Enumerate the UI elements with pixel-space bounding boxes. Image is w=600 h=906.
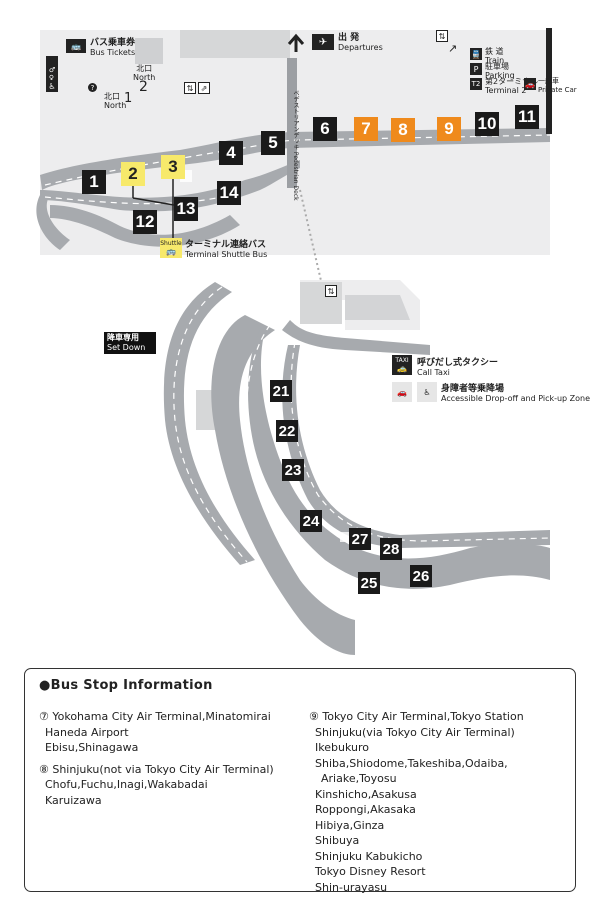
- bus-stop-10[interactable]: 10: [475, 112, 499, 136]
- bus-stop-4[interactable]: 4: [219, 141, 243, 165]
- info-icon: ?: [88, 83, 97, 92]
- info-item-7: ⑦ Yokohama City Air Terminal,Minatomirai…: [39, 709, 309, 756]
- info-line: Shinjuku(via Tokyo City Air Terminal): [315, 725, 515, 739]
- bus-stop-27[interactable]: 27: [349, 528, 371, 550]
- info-line: Karuizawa: [45, 793, 102, 807]
- bus-stop-24[interactable]: 24: [300, 510, 322, 532]
- info-line: Chofu,Fuchu,Inagi,Wakabadai: [45, 778, 208, 791]
- bus-stop-21[interactable]: 21: [270, 380, 292, 402]
- bus-stop-6[interactable]: 6: [313, 117, 337, 141]
- info-line: ⑦ Yokohama City Air Terminal,Minatomirai: [39, 710, 271, 723]
- map-base: [36, 28, 552, 655]
- info-line: Ebisu,Shinagawa: [45, 741, 139, 754]
- bus-stop-9[interactable]: 9: [437, 117, 461, 141]
- car-icon: 🚗: [524, 78, 536, 90]
- info-item-9: ⑨ Tokyo City Air Terminal,Tokyo Station …: [309, 709, 569, 895]
- info-line: ⑨ Tokyo City Air Terminal,Tokyo Station: [309, 710, 524, 723]
- elevator-icon-3: ⇅: [325, 285, 337, 297]
- info-line: Haneda Airport: [45, 725, 129, 739]
- bus-stop-2[interactable]: 2: [121, 162, 145, 186]
- info-title: ●Bus Stop Information: [39, 678, 213, 693]
- bus-stop-7[interactable]: 7: [354, 117, 378, 141]
- train-icon: 🚆: [470, 48, 482, 60]
- terminal2-badge: T2: [470, 78, 482, 90]
- info-line: Shiba,Shiodome,Takeshiba,Odaiba,: [315, 756, 508, 770]
- info-line: Tokyo Disney Resort: [315, 865, 426, 878]
- bus-stop-11[interactable]: 11: [515, 105, 539, 129]
- info-line: ⑧ Shinjuku(not via Tokyo City Air Termin…: [39, 762, 274, 776]
- info-item-8: ⑧ Shinjuku(not via Tokyo City Air Termin…: [39, 762, 309, 809]
- info-line: Shibuya: [315, 834, 360, 847]
- bus-stop-23[interactable]: 23: [282, 459, 304, 481]
- shuttle-connector: [132, 179, 175, 238]
- bus-stop-8[interactable]: 8: [391, 118, 415, 142]
- car-icon-2: 🚗: [392, 382, 412, 402]
- parking-icon: P: [470, 63, 482, 75]
- info-left-column: ⑦ Yokohama City Air Terminal,Minatomirai…: [39, 709, 309, 814]
- bus-stop-28[interactable]: 28: [380, 538, 402, 560]
- info-line: Kinshicho,Asakusa: [315, 787, 417, 801]
- bus-icon: 🚌: [66, 39, 86, 53]
- bus-stop-1[interactable]: 1: [82, 170, 106, 194]
- taxi-icon: TAXI🚕: [392, 355, 412, 375]
- bus-stop-5[interactable]: 5: [261, 131, 285, 155]
- bus-stop-3[interactable]: 3: [161, 155, 185, 179]
- bus-stop-13[interactable]: 13: [174, 197, 198, 221]
- bus-stop-12[interactable]: 12: [133, 210, 157, 234]
- walkway-arrow-icon: ↗: [448, 42, 458, 55]
- pedestrian-deck-label: ペデストリアンデッキ Pedestrian Deck: [292, 90, 299, 201]
- wheelchair-icon: ♿: [46, 80, 58, 92]
- shuttle-bus-icon: Shuttle🚌: [160, 238, 182, 258]
- info-line: Ikebukuro: [315, 741, 369, 754]
- wheelchair-icon-2: ♿: [417, 382, 437, 402]
- bus-stop-26[interactable]: 26: [410, 565, 432, 587]
- info-line: Shin-urayasu: [315, 880, 388, 894]
- elevator-icon-2: ⇅: [436, 30, 448, 42]
- bus-stop-info-panel: ●Bus Stop Information ⑦ Yokohama City Ai…: [24, 668, 576, 894]
- north-exit-1-number: 1: [124, 91, 133, 106]
- bus-stop-14[interactable]: 14: [217, 181, 241, 205]
- info-right-column: ⑨ Tokyo City Air Terminal,Tokyo Station …: [309, 709, 569, 901]
- bus-stop-25[interactable]: 25: [358, 572, 380, 594]
- info-line: Hibiya,Ginza: [315, 818, 385, 832]
- info-line: Shinjuku Kabukicho: [315, 849, 423, 863]
- escalator-icon: ⇗: [198, 82, 210, 94]
- north-exit-2-number: 2: [139, 79, 148, 95]
- elevator-icon: ⇅: [184, 82, 196, 94]
- bus-stop-22[interactable]: 22: [276, 420, 298, 442]
- info-line: Ariake,Toyosu: [321, 772, 397, 785]
- info-line: Roppongi,Akasaka: [315, 803, 416, 816]
- departures-icon: ✈: [312, 34, 334, 50]
